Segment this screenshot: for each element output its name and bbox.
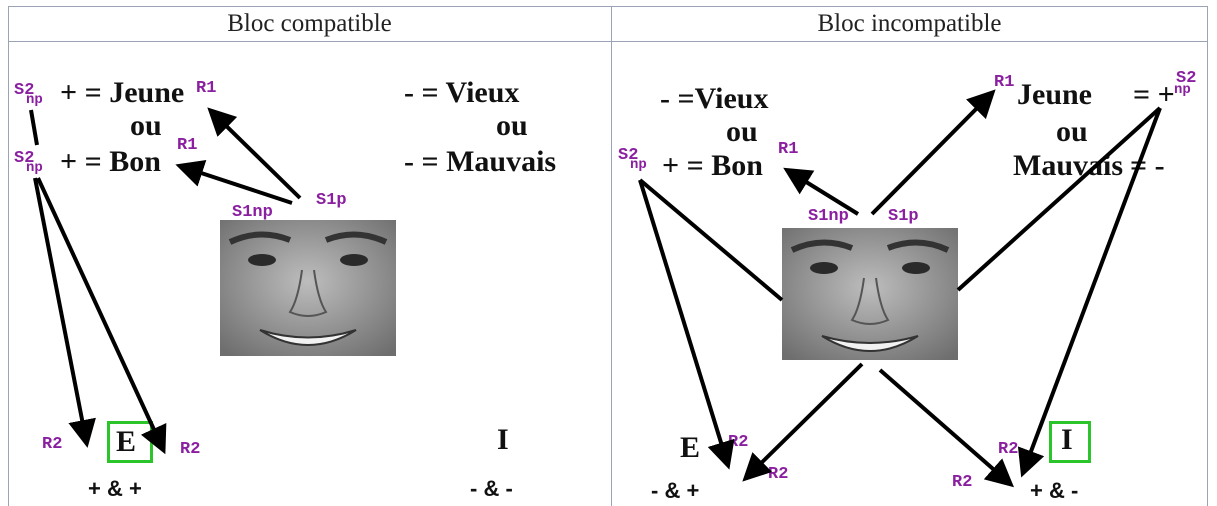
header-incompatible: Bloc incompatible: [611, 6, 1208, 42]
right-jeune-suffix: = +: [1133, 78, 1175, 111]
right-vieux: - =Vieux: [660, 82, 769, 115]
left-r2-label-1: R2: [42, 435, 63, 454]
right-arrow-s2r-to-r2-i: [1017, 107, 1162, 478]
left-arrow-s1-to-bon: [175, 159, 293, 205]
right-s1p-label: S1p: [888, 207, 919, 226]
left-jeune: + = Jeune: [60, 76, 185, 109]
left-r2-label-2: R2: [180, 440, 201, 459]
left-arrow-s2-to-r2-right: [36, 177, 167, 455]
right-arrow-face-to-e: [742, 362, 864, 482]
left-i: I: [497, 423, 509, 456]
left-mauvais: - = Mauvais: [404, 145, 557, 178]
left-bon: + = Bon: [60, 145, 161, 178]
right-i: I: [1061, 423, 1073, 456]
right-arrow-s2-to-r2-e: [638, 179, 735, 470]
right-r2-label-4: R2: [952, 473, 973, 492]
right-ou-2: ou: [1056, 115, 1088, 148]
left-vieux: - = Vieux: [404, 76, 520, 109]
right-arrow-s1-to-jeune: [870, 89, 996, 216]
right-e: E: [680, 431, 701, 464]
right-r2-label-2: R2: [768, 465, 789, 484]
left-smiling-face-image: [220, 220, 396, 356]
left-r1-label-1: R1: [196, 79, 217, 98]
left-s1np-label: S1np: [232, 203, 273, 222]
right-bottom-right: + & -: [1030, 478, 1079, 503]
left-s1p-label: S1p: [316, 191, 347, 210]
right-arrow-s2r-to-face: [956, 106, 1162, 292]
left-arrow-s1-to-jeune: [207, 107, 302, 200]
right-jeune: Jeune: [1017, 78, 1092, 111]
left-e: E: [116, 425, 137, 458]
column-divider: [611, 6, 612, 506]
right-bottom-left: - & +: [651, 478, 700, 503]
left-r1-label-2: R1: [177, 136, 198, 155]
left-ou-2: ou: [496, 109, 528, 142]
left-arrow-s2-segment: [29, 109, 39, 146]
right-r1-label-2: R1: [778, 140, 799, 159]
left-arrow-s2-to-r2-left: [33, 177, 96, 448]
right-arrow-s1-to-bon: [783, 167, 860, 216]
left-bottom-incompat: - & -: [470, 476, 513, 501]
left-bottom-compat: + & +: [88, 476, 142, 501]
right-ou-1: ou: [726, 115, 758, 148]
right-r1-label-1: R1: [994, 73, 1015, 92]
table-frame: [8, 6, 1208, 506]
right-arrow-s2-to-face: [638, 178, 784, 302]
right-bon: + = Bon: [662, 149, 763, 182]
left-ou-1: ou: [130, 109, 162, 142]
right-smiling-face-image: [782, 228, 958, 360]
right-arrow-face-to-i: [878, 368, 1015, 488]
right-i-highlight-box: [1049, 421, 1091, 463]
right-s1np-label: S1np: [808, 207, 849, 226]
header-compatible: Bloc compatible: [8, 6, 611, 42]
right-r2-label-3: R2: [998, 440, 1019, 459]
